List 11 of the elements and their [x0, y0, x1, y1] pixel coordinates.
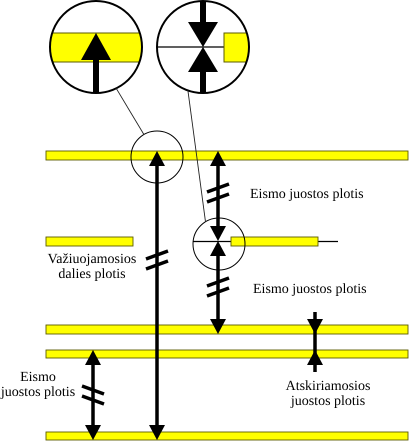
dimension-label: Eismo juostos plotis — [0, 370, 76, 400]
magnified-detail — [156, 0, 250, 94]
leader-line — [116, 88, 144, 135]
dimension-label: Atskiriamosios juostos plotis — [284, 379, 372, 409]
dimension-label: Eismo juostos plotis — [250, 187, 364, 202]
magnified-detail — [49, 0, 143, 94]
detail-circle — [192, 217, 246, 271]
leader-line — [187, 90, 206, 222]
detail-circle — [130, 130, 184, 184]
dimension-label: Važiuojamosios dalies plotis — [46, 252, 138, 282]
dimension-label: Eismo juostos plotis — [253, 282, 367, 297]
